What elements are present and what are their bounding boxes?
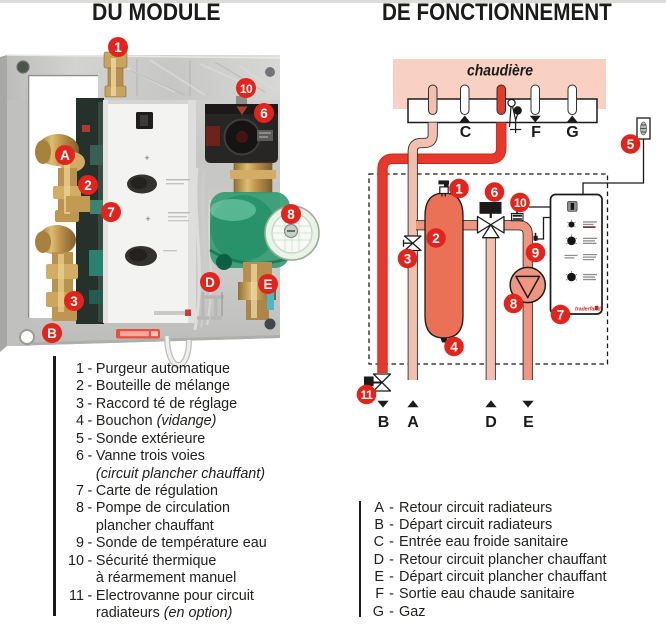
- svg-text:D: D: [205, 275, 215, 290]
- svg-text:E: E: [263, 277, 272, 292]
- svg-text:9: 9: [532, 246, 540, 261]
- svg-text:6: 6: [491, 185, 499, 200]
- svg-text:10: 10: [240, 82, 253, 96]
- svg-text:5: 5: [627, 137, 635, 152]
- svg-text:1: 1: [455, 182, 463, 197]
- svg-text:B: B: [47, 326, 57, 341]
- svg-text:F: F: [531, 124, 541, 141]
- svg-text:chaudière: chaudière: [467, 63, 533, 80]
- svg-text:1: 1: [114, 40, 122, 55]
- svg-text:2: 2: [84, 178, 92, 193]
- svg-text:3: 3: [70, 294, 78, 309]
- svg-text:A: A: [60, 148, 70, 163]
- svg-text:C: C: [460, 124, 472, 141]
- svg-text:7: 7: [107, 205, 115, 220]
- svg-text:E: E: [523, 414, 534, 431]
- svg-text:traderfand: traderfand: [575, 307, 601, 313]
- svg-text:D: D: [485, 414, 497, 431]
- svg-text:8: 8: [510, 297, 518, 312]
- svg-text:+: +: [145, 214, 150, 224]
- svg-text:4: 4: [450, 340, 458, 355]
- svg-text:7: 7: [557, 308, 565, 323]
- svg-text:G: G: [566, 124, 578, 141]
- svg-text:10: 10: [514, 196, 527, 210]
- svg-text:6: 6: [260, 106, 268, 121]
- svg-text:+: +: [144, 153, 149, 163]
- svg-text:A: A: [407, 414, 419, 431]
- svg-text:3: 3: [404, 252, 412, 267]
- svg-text:8: 8: [287, 207, 295, 222]
- svg-text:11: 11: [361, 388, 374, 402]
- svg-text:B: B: [378, 414, 390, 431]
- svg-text:2: 2: [432, 231, 440, 246]
